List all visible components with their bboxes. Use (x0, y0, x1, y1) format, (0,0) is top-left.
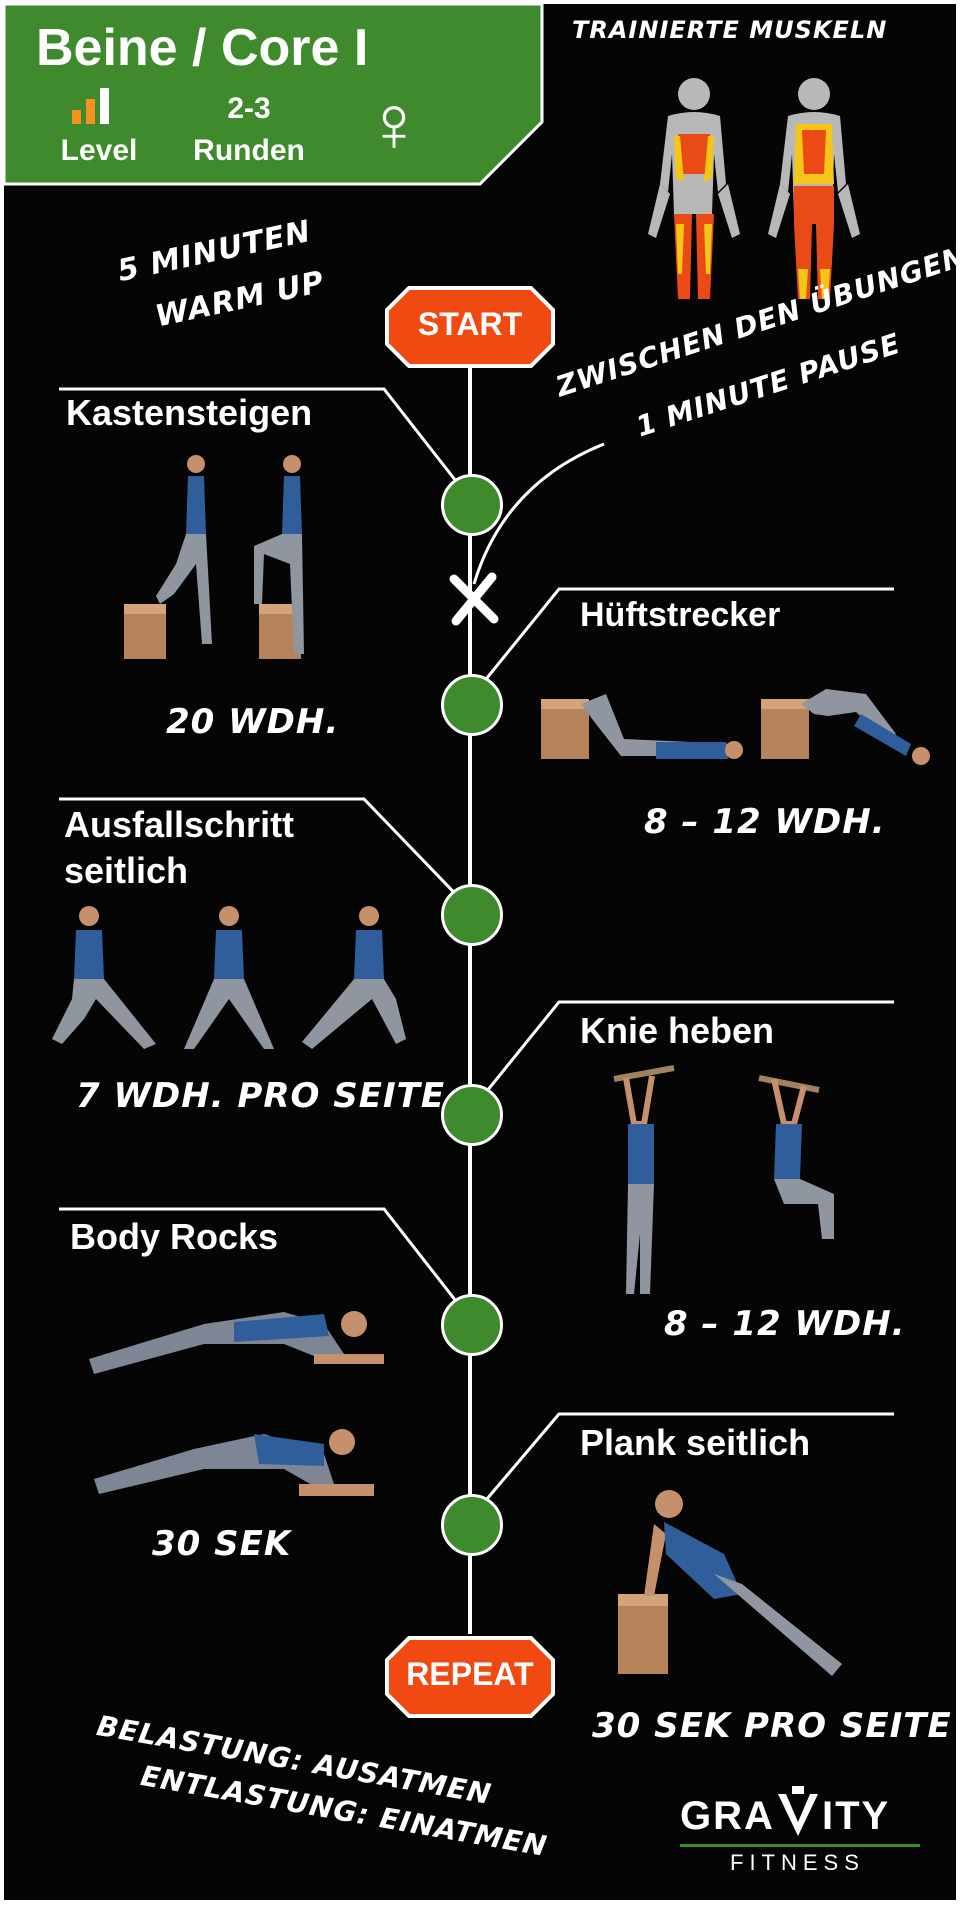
side-lunge-illustration (52, 906, 406, 1049)
reps-plank-seitlich: 30 SEK PRO SEITE (592, 1706, 952, 1746)
timeline-node (441, 1084, 503, 1146)
exercise-title-plank-seitlich: Plank seitlich (580, 1422, 811, 1463)
timeline-lines (59, 354, 894, 1634)
hanging-knee-raise-illustration (613, 1065, 834, 1294)
gravity-fitness-logo: GRA ITY FITNESS (680, 1786, 940, 1882)
timeline-node (441, 1494, 503, 1556)
start-sign-icon (385, 286, 555, 368)
muscle-figure-back (768, 78, 860, 299)
header-shape (4, 4, 544, 186)
exercise-title-hueftstrecker: Hüftstrecker (580, 596, 781, 634)
exercise-title-kastensteigen: Kastensteigen (66, 392, 313, 433)
step-up-illustration (124, 455, 304, 659)
chalkboard-background: Beine / Core I Level 2-3 Runden ♀ TRAINI… (4, 4, 956, 1900)
exercise-title-knie-heben: Knie heben (580, 1010, 775, 1051)
page-title: Beine / Core I (36, 19, 369, 77)
brand-v-icon (778, 1786, 818, 1836)
muscle-figure-front (648, 78, 740, 299)
exercise-title-body-rocks: Body Rocks (70, 1216, 279, 1257)
reps-hueftstrecker: 8 – 12 WDH. (644, 802, 886, 842)
brand-name-part1: GRA (680, 1794, 775, 1838)
exercise-title-ausfallschritt-line1: Ausfallschritt (64, 804, 295, 845)
timeline-node (441, 1294, 503, 1356)
repeat-sign-icon (385, 1636, 555, 1718)
reps-knie-heben: 8 – 12 WDH. (664, 1304, 906, 1344)
reps-body-rocks: 30 SEK (152, 1524, 292, 1564)
signal-bars-icon (72, 88, 109, 124)
body-rocks-illustration (89, 1311, 384, 1496)
timeline-node (441, 674, 503, 736)
muscles-label: TRAINIERTE MUSKELN (572, 16, 888, 44)
start-label: START (417, 306, 523, 342)
brand-tagline: FITNESS (730, 1850, 865, 1875)
level-label: Level (60, 134, 138, 167)
reps-ausfallschritt: 7 WDH. PRO SEITE (76, 1076, 446, 1116)
hip-thrust-illustration (541, 689, 930, 765)
reps-kastensteigen: 20 WDH. (166, 702, 340, 742)
rounds-label: Runden (193, 134, 305, 167)
brand-name-part2: ITY (822, 1794, 891, 1838)
repeat-label: REPEAT (406, 1656, 534, 1692)
female-symbol-icon: ♀ (364, 79, 424, 168)
header-panel: Beine / Core I Level 2-3 Runden ♀ (4, 4, 554, 189)
timeline-node (441, 474, 503, 536)
brand-underline (680, 1844, 920, 1847)
exercise-title-ausfallschritt-line2: seitlich (64, 850, 189, 891)
rounds-value: 2-3 (227, 92, 271, 125)
timeline-node (441, 884, 503, 946)
side-plank-illustration (618, 1490, 842, 1676)
